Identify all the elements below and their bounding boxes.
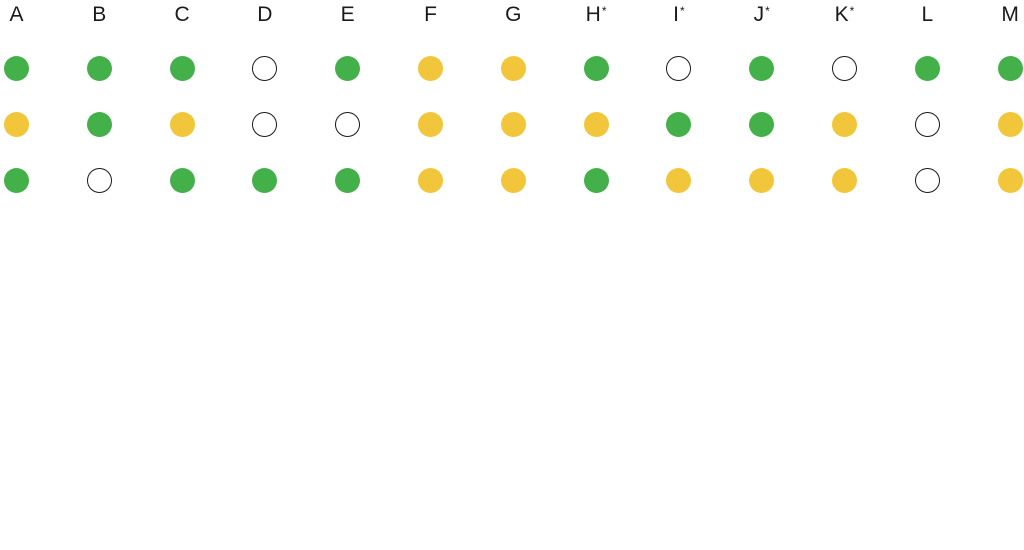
status-dot-green xyxy=(335,55,361,81)
column-label: K xyxy=(834,3,849,26)
column-label: L xyxy=(921,3,934,26)
status-dot-green xyxy=(583,55,609,81)
status-dot-yellow xyxy=(418,167,443,193)
status-dot-empty xyxy=(252,55,278,81)
status-dot-yellow xyxy=(832,111,857,137)
asterisk-mark: * xyxy=(679,4,685,18)
column-label: A xyxy=(9,3,24,26)
column-label: F xyxy=(424,3,437,26)
status-dot-yellow xyxy=(832,167,857,193)
column-header: D xyxy=(245,2,285,28)
column-label: J xyxy=(753,3,765,26)
status-dot-green xyxy=(335,167,361,193)
column-label: I xyxy=(673,3,679,26)
column-header: L xyxy=(907,2,947,28)
status-dot-yellow xyxy=(583,111,609,137)
status-dot-yellow xyxy=(4,111,29,137)
asterisk-mark: * xyxy=(849,4,855,18)
status-dot-green xyxy=(86,55,112,81)
status-dot-yellow xyxy=(500,167,526,193)
status-dot-green xyxy=(4,167,29,193)
status-dot-green xyxy=(583,167,609,193)
status-dot-yellow xyxy=(997,111,1023,137)
status-dot-empty xyxy=(86,167,112,193)
column-header: K* xyxy=(825,2,865,28)
status-dot-empty xyxy=(335,111,361,137)
column-label: D xyxy=(257,3,273,26)
status-dot-green xyxy=(749,55,775,81)
status-dot-empty xyxy=(914,111,940,137)
column-header: I* xyxy=(659,2,699,28)
column-label: E xyxy=(340,3,355,26)
status-dot-green xyxy=(4,55,29,81)
status-dot-yellow xyxy=(500,111,526,137)
status-dot-green xyxy=(169,55,195,81)
column-header: E xyxy=(328,2,368,28)
asterisk-mark: * xyxy=(601,4,607,18)
status-dot-green xyxy=(252,167,278,193)
status-dot-empty xyxy=(666,55,692,81)
asterisk-mark: * xyxy=(765,4,770,18)
status-dot-yellow xyxy=(666,167,692,193)
status-dot-green xyxy=(914,55,940,81)
status-dot-yellow xyxy=(418,111,443,137)
column-header: H* xyxy=(576,2,616,28)
column-header: C xyxy=(162,2,202,28)
column-header: M xyxy=(990,2,1024,28)
column-header: A xyxy=(0,2,37,28)
column-label: C xyxy=(174,3,190,26)
column-label: M xyxy=(1001,3,1019,26)
status-dot-green xyxy=(997,55,1023,81)
column-header: B xyxy=(79,2,119,28)
column-header: G xyxy=(493,2,533,28)
status-dot-yellow xyxy=(500,55,526,81)
status-dot-yellow xyxy=(418,55,443,81)
status-dot-yellow xyxy=(997,167,1023,193)
column-label: H xyxy=(585,3,601,26)
status-dot-yellow xyxy=(169,111,195,137)
status-dot-green xyxy=(666,111,692,137)
status-dot-green xyxy=(169,167,195,193)
status-dot-green xyxy=(749,111,775,137)
column-header: J* xyxy=(742,2,782,28)
status-dot-empty xyxy=(914,167,940,193)
status-dot-empty xyxy=(832,55,857,81)
column-header: F xyxy=(411,2,451,28)
column-label: G xyxy=(505,3,522,26)
status-dot-yellow xyxy=(749,167,775,193)
status-dot-empty xyxy=(252,111,278,137)
status-dot-green xyxy=(86,111,112,137)
column-label: B xyxy=(92,3,107,26)
